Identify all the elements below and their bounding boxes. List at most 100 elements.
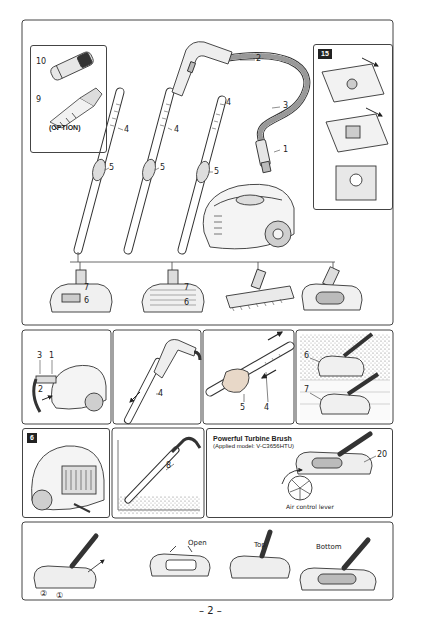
callout-number: 5 <box>240 404 245 412</box>
callout-number: 5 <box>109 164 114 172</box>
callout-number: 9 <box>36 96 41 104</box>
vacuum-body <box>36 376 56 383</box>
leader-line <box>118 60 280 152</box>
crevice-tool <box>77 52 93 68</box>
dust-bag <box>347 79 357 89</box>
brush-assembly <box>300 568 376 590</box>
vacuum-body <box>236 195 264 205</box>
crevice-tool <box>49 50 95 81</box>
callout-number: 3 <box>37 352 42 360</box>
crevice-tool <box>56 66 62 79</box>
leader-line <box>105 60 280 172</box>
tube-grip <box>222 369 249 392</box>
annotation: Top <box>254 542 266 549</box>
panel-frame <box>203 330 294 424</box>
crevice-cleaning <box>128 450 176 500</box>
hose-handle <box>172 42 232 96</box>
callout-number: 4 <box>226 99 231 107</box>
hose <box>228 56 307 142</box>
crevice-tool <box>49 50 95 81</box>
direction-arrow <box>42 396 52 400</box>
panel-note: (Applied model: V-C3656HTU) <box>213 443 386 450</box>
turbine-brush <box>282 470 302 484</box>
floor-nozzle <box>318 356 364 376</box>
bracket-line <box>70 252 335 272</box>
turbine-brush <box>296 452 372 474</box>
panel-frame <box>22 522 393 600</box>
vacuum-body <box>34 365 106 412</box>
callout-number: 1 <box>49 352 54 360</box>
panel-frame <box>296 330 393 424</box>
brush-assembly <box>344 540 368 568</box>
floor-nozzle <box>251 269 266 289</box>
callout-number: ② <box>40 590 47 598</box>
dusting-brush <box>80 88 102 106</box>
callout-number: 1 <box>283 146 288 154</box>
extension-tube <box>78 92 120 250</box>
callout-number: 6 <box>184 299 189 307</box>
tube-grip <box>262 370 276 378</box>
brush-assembly <box>166 560 196 570</box>
direction-arrow <box>362 58 382 116</box>
hose-handle <box>172 42 232 96</box>
callout-number: 4 <box>124 126 129 134</box>
carpet-floor <box>300 380 390 420</box>
extension-tube <box>128 92 170 250</box>
brush-assembly <box>72 536 96 566</box>
dust-bag <box>346 126 360 138</box>
vacuum-body <box>214 216 222 234</box>
hose-handle <box>154 340 196 379</box>
tube-scale <box>160 104 170 126</box>
vacuum-rear <box>66 470 91 490</box>
turbine-brush <box>312 458 342 468</box>
tube-grip <box>210 346 290 392</box>
hose-handle <box>128 340 200 421</box>
hose <box>228 56 307 142</box>
callout-number: 2 <box>256 55 261 63</box>
brush-assembly <box>34 566 96 588</box>
floor-nozzle <box>320 394 370 414</box>
brush-assembly <box>34 532 376 590</box>
direction-arrow <box>40 360 52 400</box>
floor-nozzle <box>316 292 344 304</box>
direction-arrow <box>40 360 52 374</box>
callout-number: 20 <box>377 451 387 459</box>
panel-frame <box>113 330 201 424</box>
tube-grip <box>265 354 281 365</box>
hose <box>228 56 307 142</box>
hose-handle <box>194 352 200 360</box>
vacuum-body <box>265 221 291 247</box>
vacuum-body <box>203 184 294 248</box>
vacuum-body <box>34 379 40 412</box>
annotation: Air control lever <box>286 504 334 510</box>
turbine-brush <box>288 476 312 500</box>
floor-nozzle <box>50 284 112 312</box>
panel-frame <box>22 20 393 325</box>
dust-bag <box>322 64 384 102</box>
tube-scale <box>110 104 120 126</box>
dust-bag <box>336 166 376 200</box>
tube-grip <box>210 346 290 392</box>
annotation: Open <box>188 540 207 547</box>
floor-nozzle <box>150 290 196 305</box>
dust-bag <box>350 174 362 186</box>
hose-handle <box>187 62 195 73</box>
hose-handle <box>128 362 158 420</box>
brush-assembly <box>230 556 290 578</box>
vacuum-body <box>273 229 283 239</box>
brush-assembly <box>88 560 104 572</box>
bracket-line <box>70 252 335 272</box>
callout-number: 5 <box>214 168 219 176</box>
annotation: Bottom <box>316 544 342 551</box>
callout-number: 4 <box>174 126 179 134</box>
hose-connector <box>255 139 271 172</box>
carpet-floor <box>300 334 390 420</box>
dust-bag <box>322 64 388 200</box>
step-number: 6 <box>27 433 37 443</box>
vacuum-rear <box>62 466 96 494</box>
brush-assembly <box>318 574 356 584</box>
floor-nozzle <box>232 299 282 311</box>
callout-number: 7 <box>184 284 189 292</box>
